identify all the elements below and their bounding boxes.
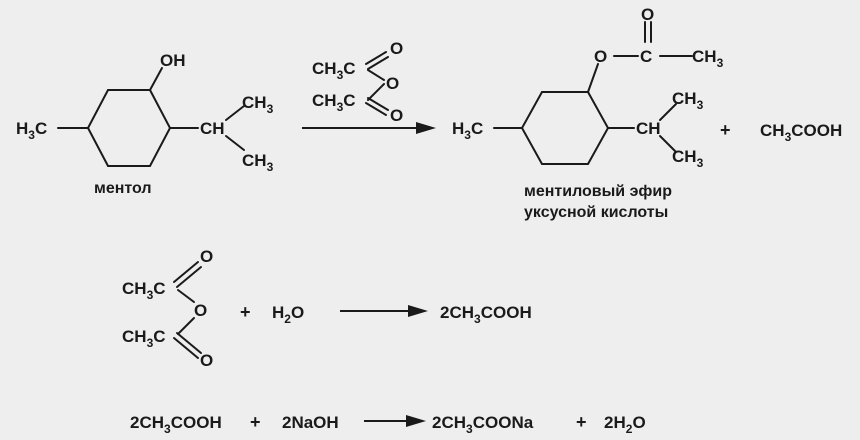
- ester-h3c: H3C: [452, 119, 483, 142]
- ester-ch: CH: [636, 119, 661, 138]
- menthol-ch: CH: [200, 119, 225, 138]
- reaction3-salt: 2CH3COONa: [432, 413, 534, 436]
- reaction3-base: 2NaOH: [282, 413, 339, 432]
- menthol-oh: OH: [160, 51, 186, 70]
- reaction1-arrow: [302, 122, 436, 134]
- anhydride-reagent-ch3c-bottom: CH3C: [312, 91, 356, 114]
- menthol-ch-down-bond: [225, 135, 245, 151]
- reaction1-byproduct: CH3COOH: [760, 121, 842, 144]
- anhydride-reagent-o-top: O: [390, 39, 403, 58]
- menthol-name: ментол: [94, 180, 152, 197]
- ester-ch3-acyl: CH3: [692, 47, 724, 70]
- ester-ring-o-bond: [587, 63, 599, 93]
- menthol-oh-bond: [149, 67, 163, 91]
- anhydride-reactant-o-bottom: O: [200, 351, 213, 370]
- reaction2-product: 2CH3COOH: [440, 303, 532, 326]
- reaction2-plus: +: [240, 302, 251, 322]
- ester-o: O: [594, 47, 607, 66]
- reaction1-plus: +: [720, 120, 731, 140]
- ester-ch3-bottom: CH3: [672, 147, 704, 170]
- ester-ch-up-bond: [659, 103, 677, 121]
- reaction3-plus1: +: [250, 412, 261, 432]
- menthol-ch-up-bond: [225, 105, 245, 121]
- ester-ch-down-bond: [659, 135, 677, 153]
- anhydride-reagent-structure: [365, 51, 389, 116]
- menthol-ring: [86, 89, 172, 167]
- reaction3-acid: 2CH3COOH: [130, 413, 222, 436]
- ester-ring: [520, 91, 610, 165]
- anhydride-reactant-o-mid: O: [194, 301, 207, 320]
- anhydride-reactant-ch3c-top: CH3C: [122, 279, 166, 302]
- anhydride-reagent-o-mid: O: [386, 74, 399, 93]
- ester-o-carbonyl: O: [641, 5, 654, 24]
- menthol-structure: [57, 67, 245, 167]
- menthol-ch3-top: CH3: [242, 93, 274, 116]
- reaction2-arrow: [340, 305, 428, 317]
- reaction3-water: 2H2O: [604, 413, 646, 436]
- anhydride-reactant-o-top: O: [200, 247, 213, 266]
- menthol-ch3-bottom: CH3: [242, 151, 274, 174]
- ester-name-line2: уксусной кислоты: [524, 204, 668, 221]
- ester-name-line1: ментиловый эфир: [524, 183, 672, 200]
- ester-structure: [493, 21, 693, 165]
- reaction3-arrow: [364, 415, 426, 427]
- ester-c: C: [640, 47, 652, 66]
- menthol-h3c: H3C: [16, 119, 47, 142]
- anhydride-reagent-ch3c-top: CH3C: [312, 59, 356, 82]
- anhydride-reactant-ch3c-bottom: CH3C: [122, 327, 166, 350]
- ester-ch3-top: CH3: [672, 89, 704, 112]
- reaction3-plus2: +: [576, 412, 587, 432]
- anhydride-reagent-o-bottom: O: [390, 106, 403, 125]
- anhydride-reactant-structure: [173, 261, 202, 359]
- reaction2-water: H2O: [272, 303, 304, 326]
